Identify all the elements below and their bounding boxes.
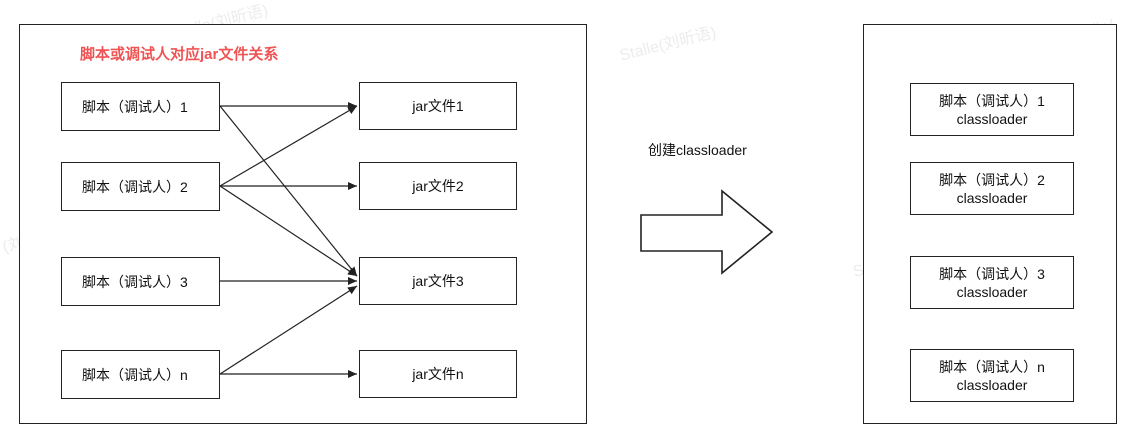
script-label: 脚本（调试人）3 [82,273,188,290]
diagram-title: 脚本或调试人对应jar文件关系 [80,46,279,63]
jar-box-2: jar文件2 [359,162,517,210]
classloader-text: classloader [956,283,1028,300]
script-label: 脚本（调试人）2 [82,178,188,195]
classloader-box-n: 脚本（调试人）n classloader [910,349,1074,402]
classloader-box-1: 脚本（调试人）1 classloader [910,83,1074,136]
classloader-text: classloader [956,376,1028,393]
jar-box-n: jar文件n [359,350,517,398]
connector-arrow [219,185,358,277]
classloader-owner: 脚本（调试人）2 [939,171,1045,188]
connector-arrow [219,285,358,375]
script-box-3: 脚本（调试人）3 [61,257,220,306]
classloader-owner: 脚本（调试人）1 [939,92,1045,109]
connector-arrow [219,105,358,187]
connector-arrow [219,105,358,277]
jar-label: jar文件2 [412,178,464,194]
classloader-owner: 脚本（调试人）3 [939,265,1045,282]
script-box-2: 脚本（调试人）2 [61,162,220,211]
script-label: 脚本（调试人）1 [82,98,188,115]
script-box-1: 脚本（调试人）1 [61,82,220,131]
script-box-n: 脚本（调试人）n [61,350,220,399]
jar-box-1: jar文件1 [359,82,517,130]
jar-box-3: jar文件3 [359,257,517,305]
classloader-text: classloader [956,189,1028,206]
script-label: 脚本（调试人）n [82,366,188,383]
jar-label: jar文件3 [412,273,464,289]
transform-arrow [640,189,774,275]
connectors-layer [219,102,774,378]
classloader-owner: 脚本（调试人）n [939,358,1045,375]
classloader-box-3: 脚本（调试人）3 classloader [910,256,1074,309]
classloader-box-2: 脚本（调试人）2 classloader [910,162,1074,215]
jar-label: jar文件1 [412,98,464,114]
jar-label: jar文件n [412,366,464,382]
classloader-text: classloader [956,110,1028,127]
transform-label: 创建classloader [648,142,747,158]
